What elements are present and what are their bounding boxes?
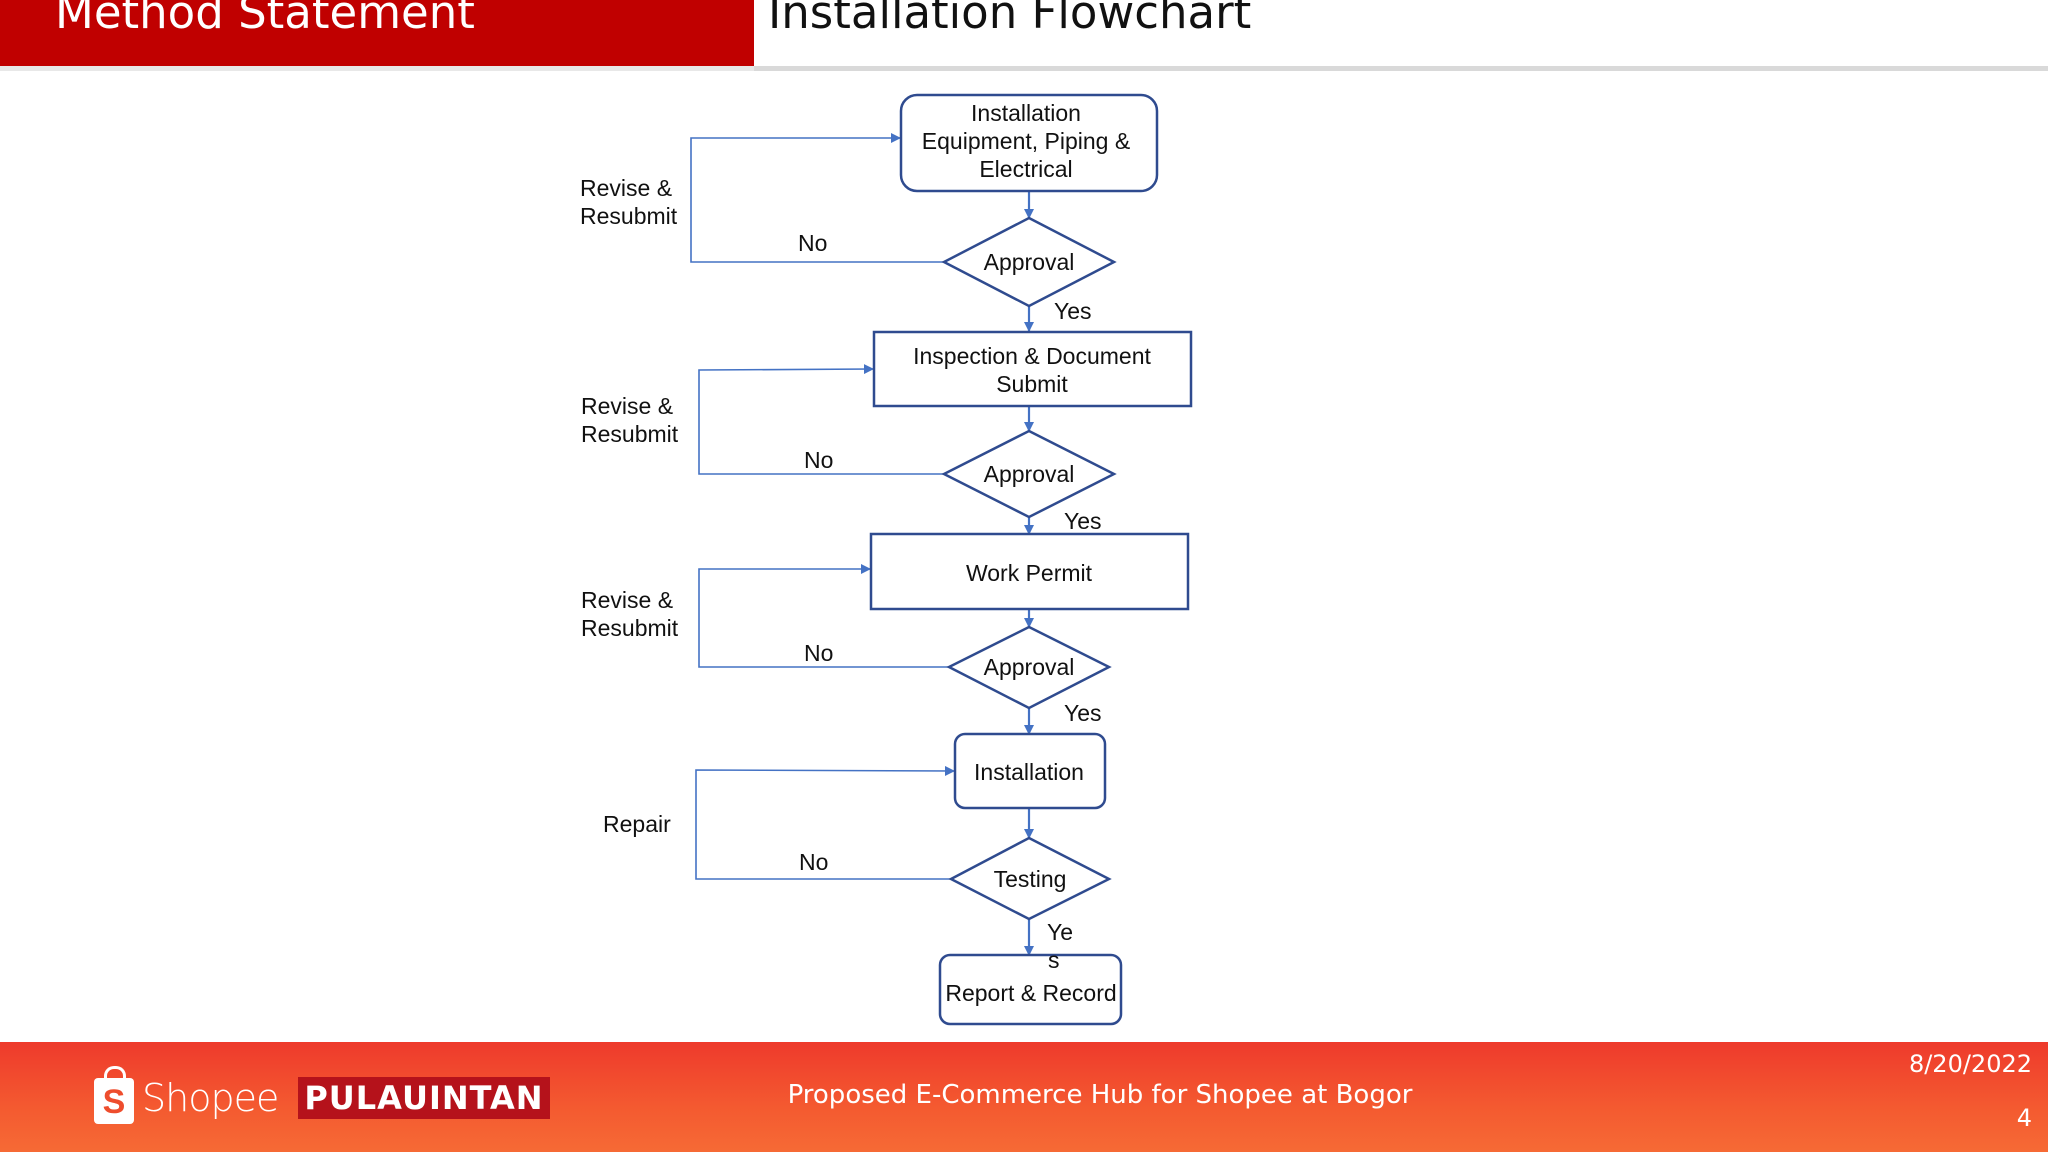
feedback-arrow-3 xyxy=(698,564,949,668)
footer: S Shopee PULAUINTAN Proposed E-Commerce … xyxy=(0,1042,2048,1152)
no-label: No xyxy=(799,849,828,875)
step-box-5 xyxy=(938,953,1123,1026)
logo-brand: Shopee xyxy=(142,1076,279,1120)
decision-4-label: Testing xyxy=(994,866,1067,892)
revise-resubmit-label: Revise &Resubmit xyxy=(581,587,679,641)
step-4-label: Installation xyxy=(974,759,1084,785)
step-box-2 xyxy=(872,330,1193,408)
slide-number: 4 xyxy=(2016,1104,2032,1132)
repair-label: Repair xyxy=(603,811,671,837)
decision-3-label: Approval xyxy=(984,654,1075,680)
yes-label: Yes xyxy=(1064,508,1102,534)
step-box-3 xyxy=(869,532,1190,611)
no-label: No xyxy=(804,640,833,666)
shopping-bag-icon: S xyxy=(94,1066,134,1124)
step-3-label: Work Permit xyxy=(966,560,1093,586)
feedback-arrow-4 xyxy=(695,765,955,880)
step-box-1 xyxy=(899,93,1159,193)
page-title: Installation Flowchart xyxy=(768,0,1252,39)
logo-badge: PULAUINTAN xyxy=(298,1077,550,1119)
footer-text: Proposed E-Commerce Hub for Shopee at Bo… xyxy=(787,1080,1413,1110)
revise-resubmit-label: Revise &Resubmit xyxy=(580,175,678,229)
decision-diamond-4 xyxy=(948,836,1112,921)
section-title: Method Statement xyxy=(55,0,475,39)
no-label: No xyxy=(804,447,833,473)
header-divider xyxy=(0,66,754,71)
revise-resubmit-label: Revise &Resubmit xyxy=(581,393,679,447)
decision-1-label: Approval xyxy=(984,249,1075,275)
footer-date: 8/20/2022 xyxy=(1908,1050,2032,1078)
no-label: No xyxy=(798,230,827,256)
yes-label: Yes xyxy=(1054,298,1092,324)
step-box-4 xyxy=(953,732,1107,810)
decision-diamond-1 xyxy=(941,216,1117,308)
decision-diamond-3 xyxy=(946,625,1112,710)
yes-label: Yes xyxy=(1064,700,1102,726)
decision-diamond-2 xyxy=(941,429,1117,519)
header-title-band xyxy=(0,0,754,66)
header-divider-right xyxy=(754,66,2048,71)
feedback-arrow-1 xyxy=(690,133,944,263)
shopee-pulauintan-logo: S Shopee PULAUINTAN xyxy=(94,1066,550,1126)
feedback-arrow-2 xyxy=(698,364,944,475)
step-5-label: Report & Record xyxy=(945,980,1116,1006)
decision-2-label: Approval xyxy=(984,461,1075,487)
